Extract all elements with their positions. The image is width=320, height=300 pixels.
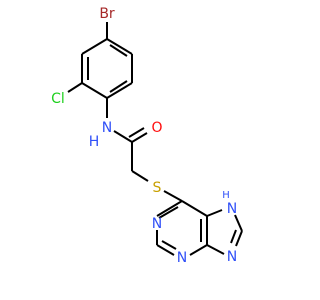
bond-ring-c6-c1 <box>106 82 133 99</box>
bond-c6-n1 <box>156 200 183 217</box>
atom-purine-n3-label: N <box>177 250 187 266</box>
bond-s-c6 <box>163 190 183 202</box>
atom-amide-h-label: H <box>89 134 100 150</box>
atom-carbonyl-o-label: O <box>151 120 162 136</box>
atom-cl-label: Cl <box>51 91 65 107</box>
bond-ring-double-b <box>109 44 128 57</box>
bond-n9-c8 <box>235 230 243 247</box>
bond-c-cl <box>67 82 83 93</box>
atom-purine-n1-label: N <box>152 216 162 232</box>
bond-ring-c3-c4 <box>81 38 108 55</box>
bond-c-o-2 <box>128 127 145 138</box>
atom-purine-n7-h-label: H <box>222 190 230 201</box>
bond-ring-double-c <box>109 80 128 93</box>
bond-ch2-s <box>131 170 149 182</box>
atom-br-label: Br <box>99 6 115 22</box>
bond-ring-c4-c5 <box>106 38 133 55</box>
atom-labels: Br Cl N H O S N N N N H <box>51 6 237 266</box>
bonds <box>67 22 243 256</box>
bond-c-o-1 <box>131 132 148 143</box>
bond-c4-n9 <box>206 244 225 255</box>
bond-ring-c1-c2 <box>81 82 108 99</box>
bond-n3-c4 <box>189 244 208 256</box>
bond-n7-c5 <box>206 209 223 217</box>
bond-c5-c6 <box>181 200 208 217</box>
bond-c8-n7 <box>234 214 243 232</box>
bond-n9-c8-double <box>230 229 237 244</box>
atom-amide-n-label: N <box>102 120 112 136</box>
atom-thioether-s-label: S <box>153 180 162 196</box>
atom-purine-n9-label: N <box>227 249 237 265</box>
molecule-structure-diagram: Br Cl N H O S N N N N H <box>51 6 243 266</box>
atom-purine-n7-label: N <box>227 201 237 217</box>
bond-c6-n1-double <box>158 206 179 219</box>
bond-n-c-carbonyl <box>113 130 133 143</box>
bond-c2-n3-double <box>161 240 177 250</box>
bond-c2-n3 <box>156 244 175 256</box>
